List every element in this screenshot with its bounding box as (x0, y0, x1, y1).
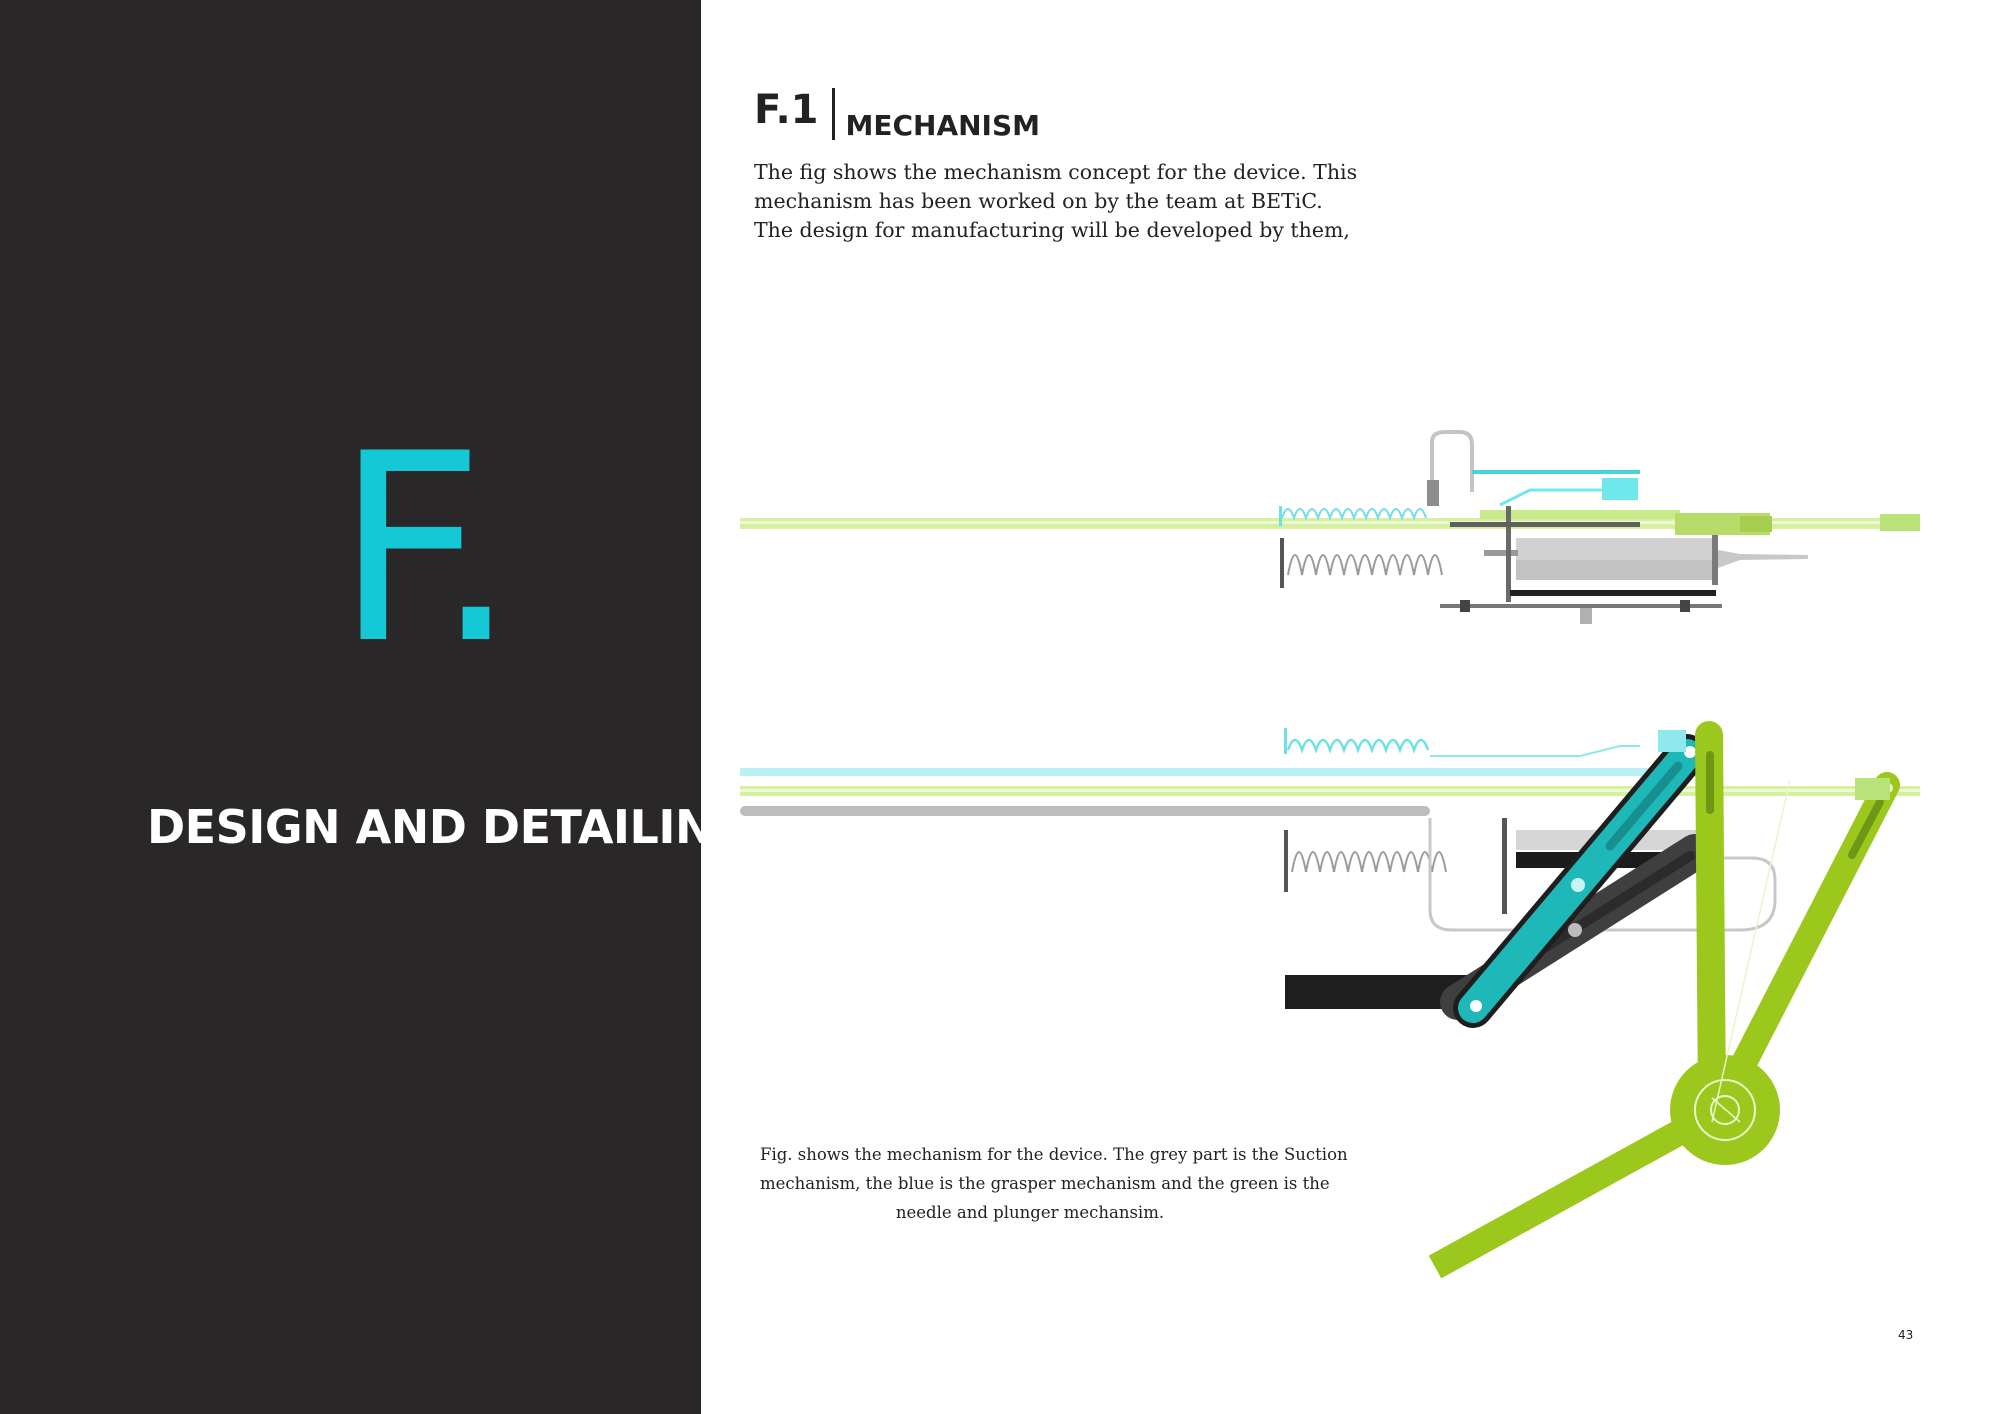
base-foot-right (1680, 600, 1690, 612)
lower-suction-loop (1428, 818, 1777, 932)
upper-assembly (740, 430, 1920, 624)
section-letter: F. (335, 399, 517, 701)
grasper-block (1602, 478, 1638, 500)
intro-line: mechanism has been worked on by the team… (754, 189, 1323, 213)
spring-stop-dark (1280, 538, 1284, 588)
grasper-top-rail (1472, 470, 1640, 474)
intro-paragraph: The fig shows the mechanism concept for … (754, 158, 1358, 245)
needle-tip-block (1880, 514, 1920, 531)
lower-grasper-spring (1286, 738, 1430, 754)
lower-suction-spring (1291, 851, 1447, 873)
figure-caption: Fig. shows the mechanism for the device.… (760, 1140, 1348, 1227)
suction-tube-loop (1430, 430, 1474, 492)
grasper-link-arm (1453, 730, 1707, 1028)
base-stand (1580, 608, 1592, 624)
spring-stop-cyan (1279, 506, 1282, 526)
needle-rod-inner (740, 521, 1920, 524)
lower-grey-rod (740, 806, 1430, 816)
base-rail-dark (1510, 590, 1716, 596)
caption-line: mechanism, the blue is the grasper mecha… (760, 1174, 1330, 1193)
page-heading: F.1 MECHANISM (754, 84, 1040, 140)
suction-tube-block (1427, 480, 1439, 506)
needle-plunger-linkage (1428, 721, 1900, 1279)
syringe-plunger-rod (1484, 550, 1518, 556)
caption-line: needle and plunger mechansim. (895, 1203, 1165, 1222)
intro-line: The design for manufacturing will be dev… (754, 218, 1350, 242)
syringe-nozzle (1718, 550, 1808, 568)
heading-title: MECHANISM (845, 109, 1041, 142)
heading-divider (832, 88, 836, 140)
grasper-link-line (1499, 488, 1602, 507)
lower-cyan-rod (740, 768, 1720, 776)
base-rail (1440, 604, 1722, 608)
lower-green-rod-inner (740, 789, 1920, 792)
syringe-barrel-shade (1516, 560, 1716, 580)
lower-spring-stop-dark (1284, 830, 1288, 892)
page-number: 43 (1898, 1328, 1914, 1342)
section-cover-panel: F. DESIGN AND DETAILING (0, 0, 751, 1414)
lower-spring-stop-cyan (1284, 728, 1287, 754)
base-foot-left (1460, 600, 1470, 612)
suction-spring (1287, 554, 1443, 576)
syringe-cap (1712, 535, 1718, 585)
syringe-frame-left (1506, 506, 1511, 602)
lower-syringe-frame (1502, 818, 1507, 914)
section-title: DESIGN AND DETAILING (147, 800, 751, 854)
lower-grasper-cable (1430, 745, 1640, 757)
grasper-spring (1281, 508, 1427, 522)
caption-line: Fig. shows the mechanism for the device.… (760, 1145, 1348, 1164)
plunger-block-dark (1740, 516, 1772, 532)
lower-assembly (740, 721, 1920, 1279)
frame-rail (1450, 522, 1640, 527)
heading-number: F.1 (754, 87, 819, 133)
mechanism-illustration (740, 430, 1920, 1279)
intro-line: The fig shows the mechanism concept for … (754, 160, 1358, 184)
needle-mid-block (1480, 510, 1680, 519)
